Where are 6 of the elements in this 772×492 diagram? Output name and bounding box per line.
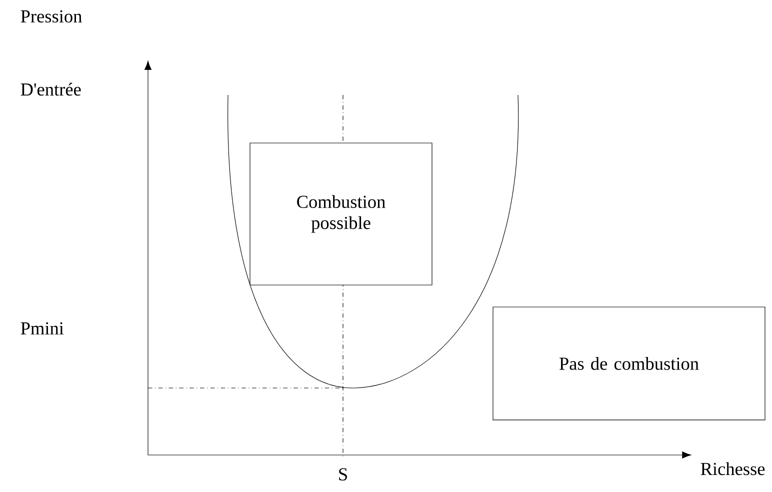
region-box: Combustion possible <box>250 142 432 286</box>
axis-label: Richesse <box>700 462 765 476</box>
region-box: Pas de combustion <box>492 306 766 420</box>
level-label: Pmini <box>20 322 64 334</box>
axis-label: Pression D'entrée <box>20 10 82 96</box>
tick-label: S <box>339 468 347 481</box>
